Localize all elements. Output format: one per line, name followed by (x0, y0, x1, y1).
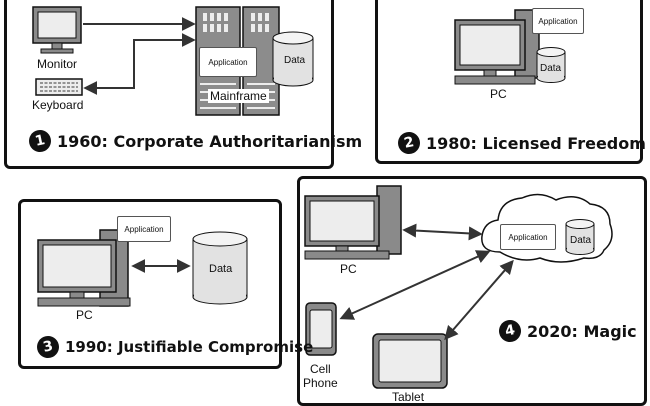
keyboard-label: Keyboard (32, 98, 84, 112)
application-box-2020: Application (500, 224, 556, 250)
application-box-1980: Application (532, 8, 584, 34)
data-label-1990: Data (209, 263, 233, 275)
caption-1980: 2 1980: Licensed Freedom (395, 129, 646, 157)
caption-2020-text: 2020: Magic (527, 321, 637, 341)
phone-cloud-arrow (339, 250, 491, 320)
pc-label-1980: PC (490, 87, 507, 101)
keyboard-arrow (83, 33, 196, 95)
phone-icon (305, 302, 337, 356)
tablet-icon (372, 333, 448, 389)
pc-icon-1980 (454, 9, 540, 85)
caption-2020: 4 2020: Magic (496, 317, 637, 345)
monitor-icon (32, 6, 82, 54)
number-badge-3: 3 (34, 333, 62, 361)
data-label-1960: Data (284, 55, 306, 66)
pc-cloud-arrow (402, 223, 483, 241)
tablet-label: Tablet (392, 390, 425, 404)
pc-icon-2020 (304, 185, 402, 260)
data-label-2020: Data (570, 235, 592, 246)
application-box-1960: Application (199, 47, 257, 77)
pc-icon-1990 (37, 229, 131, 307)
caption-1990: 3 1990: Justifiable Compromise (34, 333, 314, 361)
pc-label-2020: PC (340, 262, 357, 276)
mainframe-label: Mainframe (208, 89, 269, 103)
caption-1960: 1 1960: Corporate Authoritarianism (26, 127, 363, 155)
caption-1960-text: 1960: Corporate Authoritarianism (57, 131, 363, 151)
caption-1980-text: 1980: Licensed Freedom (426, 133, 646, 153)
keyboard-icon (35, 78, 83, 96)
number-badge-2: 2 (395, 129, 423, 157)
pc-label-1990: PC (76, 308, 93, 322)
data-cylinder-1980 (536, 47, 566, 83)
data-cylinder-1990 (192, 231, 248, 305)
application-box-1990: Application (117, 216, 171, 242)
number-badge-4: 4 (496, 317, 524, 345)
number-badge-1: 1 (26, 127, 54, 155)
data-cylinder-1960 (272, 31, 314, 87)
cell-phone-label: Cell Phone (303, 362, 338, 390)
data-label-1980: Data (540, 63, 562, 74)
tablet-cloud-arrow (444, 259, 514, 341)
monitor-label: Monitor (37, 57, 78, 71)
data-cylinder-2020 (565, 219, 595, 255)
caption-1990-text: 1990: Justifiable Compromise (65, 338, 314, 356)
